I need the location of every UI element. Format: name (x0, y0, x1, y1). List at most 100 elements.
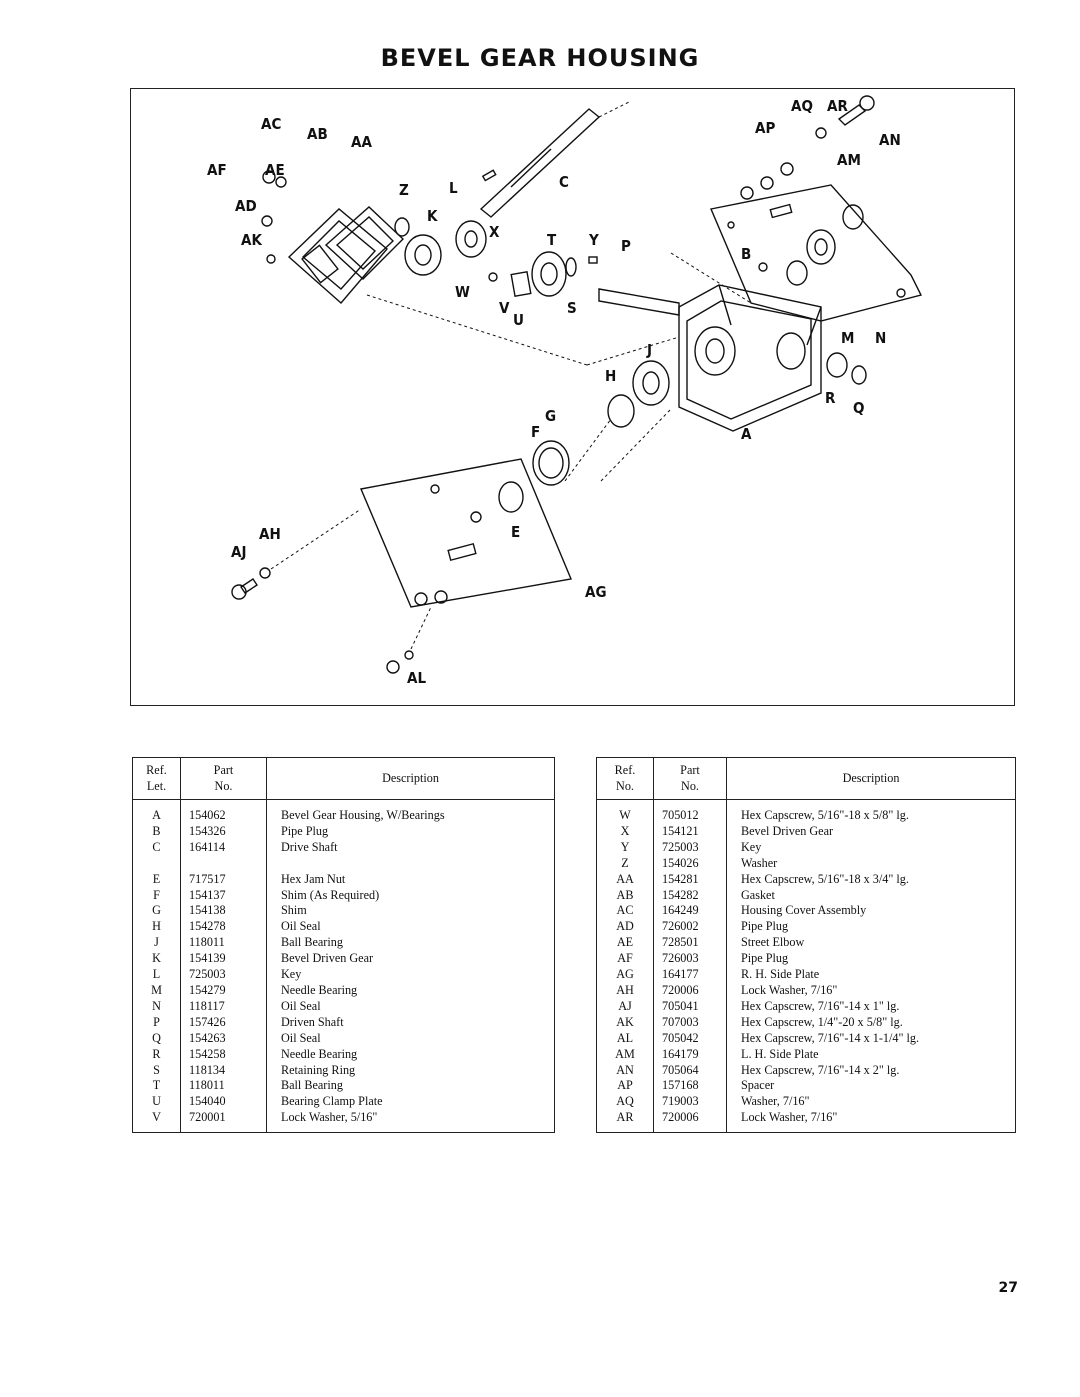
column-header-description: Description (266, 757, 555, 800)
ref-cell: AH (596, 982, 654, 999)
callout-label: X (489, 223, 500, 241)
rh-side-plate-part (360, 458, 572, 608)
part-number-cell: 118011 (180, 935, 267, 952)
description-cell: Needle Bearing (266, 982, 555, 999)
description-cell: Shim (266, 903, 555, 920)
part-number-cell: 705042 (653, 1030, 727, 1047)
part-number-cell: 164177 (653, 967, 727, 983)
ref-cell: W (596, 799, 654, 824)
description-cell: Hex Capscrew, 5/16"-18 x 5/8" lg. (726, 799, 1016, 824)
part-number-cell: 154062 (180, 799, 267, 824)
part-number-cell: 705041 (653, 998, 727, 1015)
description-cell: Pipe Plug (266, 823, 555, 840)
callout-label: AL (407, 669, 426, 687)
description-cell: Bevel Gear Housing, W/Bearings (266, 799, 555, 824)
callout-label: L (449, 179, 458, 197)
ref-cell: AD (596, 919, 654, 936)
callout-label: V (499, 299, 510, 317)
ref-cell: AQ (596, 1094, 654, 1111)
part-number-cell: 719003 (653, 1094, 727, 1111)
description-cell: Hex Jam Nut (266, 871, 555, 888)
part-number-cell: 720001 (180, 1110, 267, 1133)
callout-label: E (511, 523, 520, 541)
callout-label: W (455, 283, 470, 301)
part-number-cell: 154258 (180, 1046, 267, 1063)
description-cell: Pipe Plug (726, 919, 1016, 936)
part-number-cell: 154139 (180, 951, 267, 968)
part-number-cell: 725003 (653, 839, 727, 856)
ref-cell: J (132, 935, 181, 952)
callout-label: Z (399, 181, 409, 199)
ref-cell: Y (596, 839, 654, 856)
part-number-cell: 154138 (180, 903, 267, 920)
ref-cell: M (132, 982, 181, 999)
ref-cell: T (132, 1078, 181, 1095)
callout-label: AB (307, 125, 328, 143)
description-cell: Washer (726, 855, 1016, 872)
callout-label: AF (207, 161, 227, 179)
description-cell: Washer, 7/16" (726, 1094, 1016, 1111)
description-cell: Hex Capscrew, 1/4"-20 x 5/8" lg. (726, 1014, 1016, 1031)
column-header-ref: Ref.No. (596, 757, 654, 800)
description-cell: Spacer (726, 1078, 1016, 1095)
part-number-cell: 707003 (653, 1014, 727, 1031)
part-number-cell: 717517 (180, 871, 267, 888)
part-number-cell: 118117 (180, 998, 267, 1015)
callout-label: AM (837, 151, 861, 169)
description-cell: Bevel Driven Gear (266, 951, 555, 968)
callout-label: AN (879, 131, 901, 149)
callout-label: Y (588, 231, 599, 249)
callout-label: AE (265, 161, 285, 179)
housing-cover-part (287, 208, 388, 304)
callout-label: AR (827, 97, 848, 115)
ref-cell: N (132, 998, 181, 1015)
ref-cell: F (132, 887, 181, 904)
part-number-cell (180, 855, 267, 872)
part-number-cell: 154281 (653, 871, 727, 888)
driven-shaft-part (598, 288, 680, 316)
exploded-view-drawing: AC AB AA AF AE AD AK Z K L C X T Y P W V… (207, 95, 923, 687)
description-cell: Hex Capscrew, 7/16"-14 x 1" lg. (726, 998, 1016, 1015)
part-number-cell: 154121 (653, 823, 727, 840)
callout-label: R (825, 389, 836, 407)
callout-label: T (547, 231, 557, 249)
part-number-cell: 164114 (180, 839, 267, 856)
part-number-cell: 157426 (180, 1014, 267, 1031)
ref-cell: AM (596, 1046, 654, 1063)
description-cell: Retaining Ring (266, 1062, 555, 1079)
ref-cell: AN (596, 1062, 654, 1079)
callout-label: AH (259, 525, 281, 543)
ref-cell: AG (596, 967, 654, 983)
description-cell: Oil Seal (266, 919, 555, 936)
part-number-cell: 157168 (653, 1078, 727, 1095)
part-number-cell: 118134 (180, 1062, 267, 1079)
callout-label: M (841, 329, 854, 347)
drive-shaft-part (479, 108, 601, 218)
page-number: 27 (998, 1280, 1018, 1296)
part-number-cell: 154278 (180, 919, 267, 936)
part-number-cell: 154040 (180, 1094, 267, 1111)
ref-cell: X (596, 823, 654, 840)
callout-label: H (605, 367, 616, 385)
column-header-ref: Ref.Let. (132, 757, 181, 800)
page-title: BEVEL GEAR HOUSING (380, 44, 700, 72)
